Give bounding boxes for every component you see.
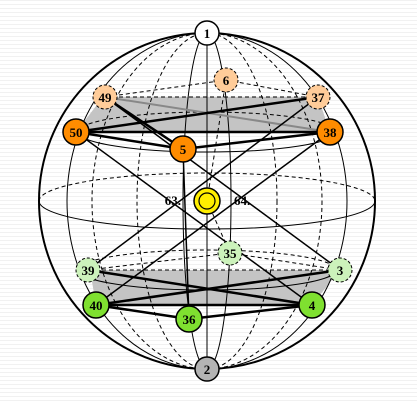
node-1-label: 1: [204, 26, 211, 41]
node-39-label: 39: [82, 263, 96, 278]
node-5-label: 5: [180, 142, 187, 157]
center-node: [193, 187, 221, 215]
center-label-left: 63.: [165, 193, 181, 208]
node-50: 50: [62, 118, 90, 146]
node-38: 38: [316, 118, 344, 146]
node-49: 49: [92, 84, 118, 110]
node-36-label: 36: [183, 312, 197, 327]
node-6-label: 6: [223, 73, 230, 88]
node-6: 6: [213, 67, 239, 93]
node-1: 1: [194, 20, 220, 46]
node-3: 3: [327, 257, 353, 283]
center-label-right: 64.: [234, 193, 250, 208]
node-49-label: 49: [99, 90, 113, 105]
node-40: 40: [82, 291, 110, 319]
node-37-label: 37: [312, 90, 326, 105]
node-2: 2: [194, 356, 220, 382]
node-50-label: 50: [70, 125, 83, 140]
node-35-label: 35: [224, 246, 238, 261]
node-5: 5: [169, 135, 197, 163]
node-40-label: 40: [90, 298, 103, 313]
node-35: 35: [217, 240, 243, 266]
node-4-label: 4: [309, 298, 316, 313]
node-36: 36: [175, 305, 203, 333]
front-edges: [75, 95, 341, 321]
node-38-label: 38: [324, 125, 338, 140]
center-edges: [75, 96, 341, 320]
node-39: 39: [75, 257, 101, 283]
node-4: 4: [298, 291, 326, 319]
node-3-label: 3: [337, 263, 344, 278]
node-2-label: 2: [204, 362, 211, 377]
node-37: 37: [305, 84, 331, 110]
